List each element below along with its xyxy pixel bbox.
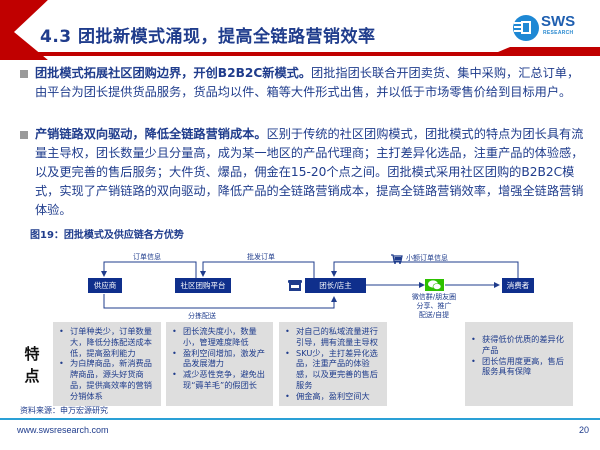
wechat-channel-label: 微信群/朋友圈 分享、推广 配送/自提 bbox=[405, 293, 463, 320]
feature-box-consumer: 获得低价优质的差异化产品 团长信用度更高，售后服务具有保障 bbox=[465, 322, 573, 406]
page-number: 20 bbox=[579, 425, 590, 435]
feature-item: 盈利空间增加，激发产品发展潜力 bbox=[169, 348, 270, 370]
wechat-line-1: 微信群/朋友圈 bbox=[411, 293, 457, 301]
feature-box-leader: 对自己的私域流量进行引导，拥有流量主导权 SKU少，主打差异化选品，注重产品的体… bbox=[279, 322, 387, 406]
feature-item: 减少恶性竞争，避免出现“薅羊毛”的假团长 bbox=[169, 369, 270, 391]
bullet-2-text: 区别于传统的社区团购模式，团批模式的特点为团长具有流量主导权，团长数量少且分量高… bbox=[35, 127, 584, 217]
footer-url[interactable]: www.swsresearch.com bbox=[17, 425, 109, 435]
bullet-square-icon bbox=[20, 70, 28, 78]
bullet-paragraph-1: 团批模式拓展社区团购边界，开创B2B2C新模式。团批指团长联合开团卖货、集中采购… bbox=[20, 64, 590, 102]
bullet-1-heading: 团批模式拓展社区团购边界，开创B2B2C新模式。 bbox=[35, 66, 312, 80]
bullet-paragraph-2: 产销链路双向驱动，降低全链路营销成本。区别于传统的社区团购模式，团批模式的特点为… bbox=[20, 125, 590, 220]
feature-box-platform: 团长流失度小，数量小，管理难度降低 盈利空间增加，激发产品发展潜力 减少恶性竞争… bbox=[166, 322, 273, 406]
edge-label-sorting-delivery: 分拣配送 bbox=[188, 312, 216, 320]
node-consumer: 消费者 bbox=[502, 278, 534, 293]
shopping-cart-icon bbox=[391, 254, 403, 264]
feature-item: 佣金高，盈利空间大 bbox=[282, 391, 384, 402]
bullet-square-icon bbox=[20, 131, 28, 139]
wechat-line-3: 配送/自提 bbox=[418, 311, 450, 319]
feature-box-supplier: 订单种类少，订单数量大，降低分拣配送成本低，提高盈利能力 为白牌商品，新消费品牌… bbox=[53, 322, 161, 406]
page-title: 4.3 团批新模式涌现，提高全链路营销效率 bbox=[40, 27, 376, 47]
node-leader: 团长/店主 bbox=[305, 278, 366, 293]
edge-label-wholesale-order: 批发订单 bbox=[247, 253, 275, 261]
bullet-2-heading: 产销链路双向驱动，降低全链路营销成本。 bbox=[35, 127, 267, 141]
sws-logo-icon bbox=[513, 15, 539, 41]
store-icon bbox=[288, 280, 302, 291]
feature-item: 订单种类少，订单数量大，降低分拣配送成本低，提高盈利能力 bbox=[56, 326, 158, 358]
feature-item: 为白牌商品，新消费品牌商品，源头好货商品，提供高效率的营销分销体系 bbox=[56, 358, 158, 401]
features-label-char-2: 点 bbox=[24, 367, 40, 385]
figure-title: 图19：团批模式及供应链各方优势 bbox=[30, 230, 184, 241]
edge-label-small-order: 小额订单信息 bbox=[406, 254, 448, 262]
footer-divider bbox=[0, 418, 600, 420]
features-label: 特 点 bbox=[20, 343, 44, 387]
wechat-icon bbox=[425, 279, 444, 291]
feature-item: 对自己的私域流量进行引导，拥有流量主导权 bbox=[282, 326, 384, 348]
bullet-1-text: 团批指团长联合开团卖货、集中采购，汇总订单，由平台为团长提供货品服务，货品均以件… bbox=[35, 66, 580, 99]
features-label-char-1: 特 bbox=[24, 345, 40, 363]
logo-text: SWS bbox=[541, 13, 576, 30]
source-note: 资料来源：申万宏源研究 bbox=[20, 406, 108, 415]
edge-label-order-info: 订单信息 bbox=[133, 253, 161, 261]
node-platform: 社区团购平台 bbox=[175, 278, 231, 293]
feature-item: SKU少，主打差异化选品，注重产品的体验感，以及更完善的售后服务 bbox=[282, 348, 384, 391]
logo-subtext: RESEARCH bbox=[543, 30, 574, 36]
wechat-line-2: 分享、推广 bbox=[416, 302, 452, 310]
feature-item: 获得低价优质的差异化产品 bbox=[468, 334, 570, 356]
header-decoration bbox=[0, 0, 600, 60]
node-supplier: 供应商 bbox=[88, 278, 122, 293]
feature-item: 团长流失度小，数量小，管理难度降低 bbox=[169, 326, 270, 348]
feature-item: 团长信用度更高，售后服务具有保障 bbox=[468, 356, 570, 378]
